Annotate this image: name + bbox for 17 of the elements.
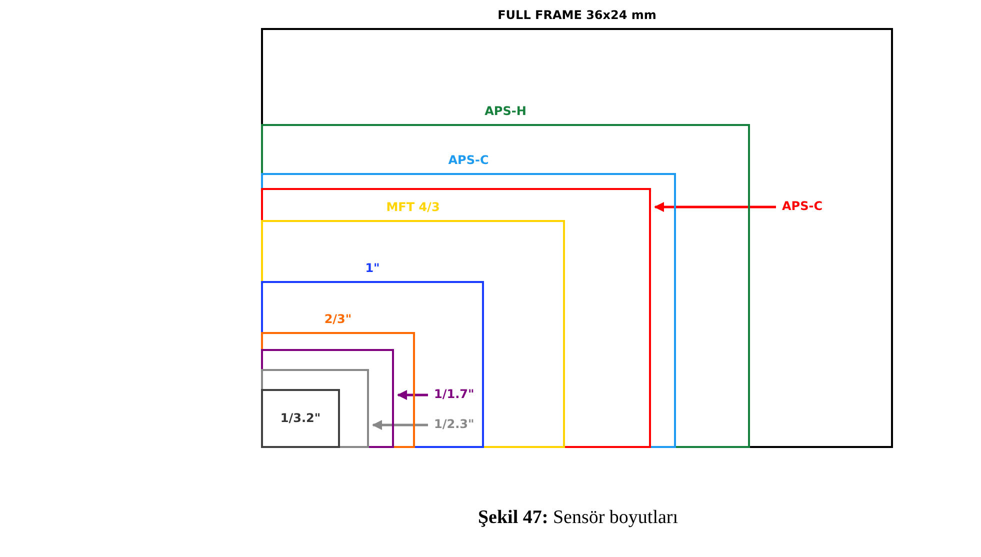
format-label: APS-C xyxy=(448,153,489,167)
arrow xyxy=(372,420,428,430)
figure-caption: Şekil 47: Sensör boyutları xyxy=(478,507,678,528)
arrow xyxy=(654,202,776,212)
sensor-outline xyxy=(261,389,340,448)
sensor-outline xyxy=(261,369,369,448)
format-label: 1/1.7" xyxy=(434,387,474,401)
arrow xyxy=(397,390,428,400)
format-label: APS-H xyxy=(484,104,526,118)
format-label: APS-C xyxy=(782,199,823,213)
format-label: 1/2.3" xyxy=(434,417,474,431)
format-label: 2/3" xyxy=(324,312,352,326)
format-label: 1" xyxy=(365,261,380,275)
format-label: 1/3.2" xyxy=(280,410,321,424)
format-label: FULL FRAME 36x24 mm xyxy=(498,8,656,22)
sensor-outline xyxy=(261,349,394,448)
format-label: MFT 4/3 xyxy=(386,200,440,214)
